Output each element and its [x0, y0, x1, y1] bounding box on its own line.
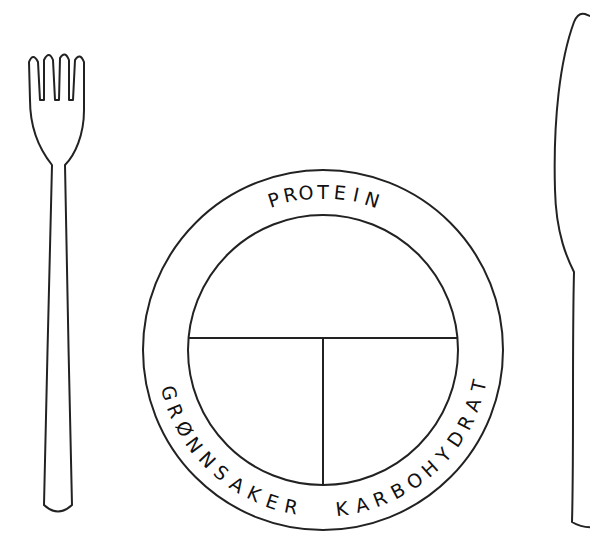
rim-letter: T [468, 378, 489, 394]
rim-letter: Y [433, 444, 455, 465]
rim-letter: E [333, 183, 347, 203]
rim-letter: A [353, 494, 370, 516]
rim-letter: P [266, 189, 283, 211]
rim-letter: K [244, 483, 263, 506]
rim-letter: A [462, 395, 484, 414]
rim-letter: I [351, 186, 360, 206]
fork [29, 54, 84, 511]
rim-letter: R [282, 185, 299, 206]
rim-letter: R [371, 488, 390, 510]
plate-inner [188, 215, 458, 485]
rim-letter: R [164, 401, 187, 420]
rim-letter: B [388, 480, 408, 503]
plate-rim [143, 170, 503, 530]
divider-vertical [322, 338, 324, 485]
rim-letter: N [183, 434, 207, 457]
rim-letter: A [226, 473, 247, 496]
rim-letter: E [264, 491, 281, 513]
rim-letter: R [454, 412, 477, 432]
rim-letter: K [335, 499, 350, 519]
rim-letter: N [362, 188, 381, 210]
rim-letter: O [403, 469, 426, 493]
rim-letter: D [444, 428, 468, 451]
rim-letter: H [418, 457, 441, 481]
rim-letter: R [283, 496, 300, 517]
knife [555, 14, 590, 528]
rim-letter: Ø [172, 418, 196, 440]
rim-letter: N [195, 448, 219, 471]
rim-letter: G [158, 383, 180, 402]
rim-letter: O [298, 183, 315, 203]
rim-letter: S [211, 462, 232, 484]
rim-letter: T [317, 183, 329, 202]
